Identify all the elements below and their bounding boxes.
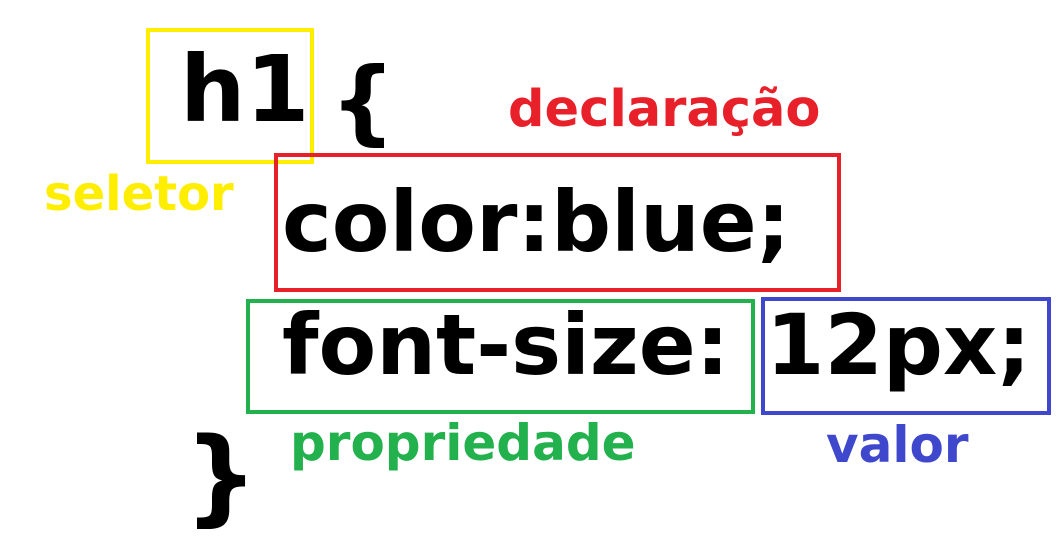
value-label: valor xyxy=(826,416,969,474)
property-code: font-size: xyxy=(282,296,730,394)
selector-label: seletor xyxy=(44,166,234,222)
declaration-label: declaração xyxy=(508,80,821,139)
property-box xyxy=(246,299,755,414)
declaration-code: color:blue; xyxy=(282,173,791,271)
property-label: propriedade xyxy=(290,414,636,472)
open-brace: { xyxy=(330,48,396,155)
value-box xyxy=(761,297,1051,415)
selector-box xyxy=(146,28,314,164)
value-code: 12px; xyxy=(766,296,1031,394)
selector-code: h1 xyxy=(180,36,310,143)
declaration-box xyxy=(274,153,841,292)
close-brace: } xyxy=(184,415,259,537)
